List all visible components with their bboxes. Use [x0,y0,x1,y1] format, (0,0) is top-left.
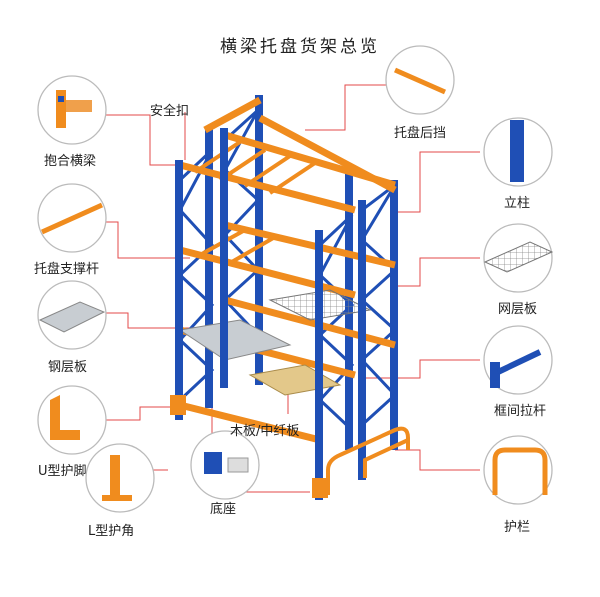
thumb-pallet-support[interactable] [37,183,107,253]
label-frame-tie: 框间拉杆 [494,404,547,419]
label-pallet-support: 托盘支撑杆 [34,262,100,277]
thumb-pallet-stop[interactable] [385,45,455,115]
l-guard-icon [102,455,132,501]
thumb-guard-rail[interactable] [483,435,553,505]
pallet-stop-icon [393,67,447,95]
upright-icon [510,120,524,182]
pallet-supports [193,140,317,265]
u-guard-icon [50,395,80,440]
frame-tie-icon [490,349,542,388]
label-pallet-stop: 托盘后挡 [394,126,447,141]
label-base-plate: 底座 [210,502,237,517]
page-title: 横梁托盘货架总览 [220,37,380,57]
label-safety-clip: 安全扣 [150,104,190,119]
thumb-wire-deck[interactable] [483,223,554,293]
guard-rail [326,426,410,495]
label-u-guard: U型护脚 [38,464,87,479]
thumb-l-guard[interactable] [85,443,155,513]
foot-guards [170,395,328,498]
label-wood-board: 木板/中纤板 [230,424,300,439]
hold-beam-icon [56,90,92,128]
wire-deck-icon [483,241,554,273]
front-uprights [175,128,366,500]
beams [179,96,397,444]
thumb-upright[interactable] [483,117,553,187]
thumb-frame-tie[interactable] [483,325,553,395]
label-hold-beam: 抱合横梁 [44,154,97,169]
guard-rail-icon [492,447,548,495]
base-plate-icon [204,452,249,474]
thumb-steel-deck[interactable] [37,280,107,350]
thumb-base-plate[interactable] [190,430,260,500]
label-steel-deck: 钢层板 [48,360,88,375]
thumb-hold-beam[interactable] [37,75,107,145]
label-l-guard: L型护角 [88,524,135,539]
steel-deck-icon [38,301,106,333]
pallet-support-icon [40,202,104,235]
label-upright: 立柱 [504,196,531,211]
label-guard-rail: 护栏 [504,520,531,535]
thumb-u-guard[interactable] [37,385,107,455]
label-wire-deck: 网层板 [498,302,538,317]
